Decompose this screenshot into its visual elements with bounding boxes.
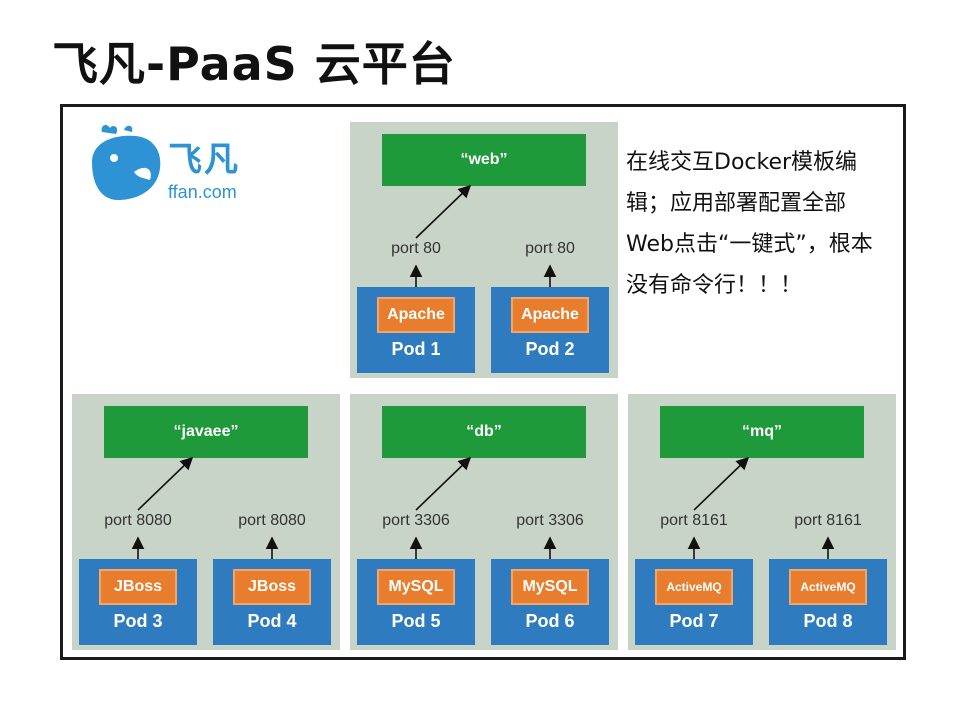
port-label-pod-1: port 80 bbox=[391, 240, 441, 257]
service-box-mq: “mq” bbox=[660, 406, 864, 458]
port-label-pod-3: port 8080 bbox=[104, 512, 172, 529]
pod-box-7: ActiveMQ Pod 7 bbox=[635, 559, 753, 645]
app-badge: MySQL bbox=[377, 569, 455, 605]
arrow-port-to-mq bbox=[693, 456, 750, 511]
logo-text-zh: 飞凡 bbox=[168, 140, 240, 180]
service-box-db: “db” bbox=[382, 406, 586, 458]
app-badge: ActiveMQ bbox=[655, 569, 733, 605]
page-title: 飞凡-PaaS 云平台 bbox=[52, 37, 456, 91]
port-label-pod-6: port 3306 bbox=[516, 512, 584, 529]
service-box-web: “web” bbox=[382, 134, 586, 186]
logo-text-en: ffan.com bbox=[168, 182, 237, 202]
pod-label: Pod 6 bbox=[525, 611, 575, 631]
pod-box-6: MySQL Pod 6 bbox=[491, 559, 609, 645]
app-badge: Apache bbox=[377, 297, 455, 333]
port-label-pod-5: port 3306 bbox=[382, 512, 450, 529]
pod-label: Pod 3 bbox=[113, 611, 163, 631]
pod-label: Pod 5 bbox=[391, 611, 441, 631]
description-note: 在线交互Docker模板编辑；应用部署配置全部Web点击“一键式”，根本没有命令… bbox=[626, 150, 873, 298]
pod-label: Pod 2 bbox=[525, 339, 575, 359]
port-label-pod-7: port 8161 bbox=[660, 512, 728, 529]
arrow-port-to-db bbox=[415, 456, 472, 511]
app-badge: Apache bbox=[511, 297, 589, 333]
app-badge: MySQL bbox=[511, 569, 589, 605]
port-label-pod-2: port 80 bbox=[525, 240, 575, 257]
pod-label: Pod 8 bbox=[803, 611, 853, 631]
port-label-pod-8: port 8161 bbox=[794, 512, 862, 529]
pod-box-4: JBoss Pod 4 bbox=[213, 559, 331, 645]
pod-label: Pod 4 bbox=[247, 611, 297, 631]
pod-box-3: JBoss Pod 3 bbox=[79, 559, 197, 645]
pod-label: Pod 1 bbox=[391, 339, 441, 359]
app-badge: ActiveMQ bbox=[789, 569, 867, 605]
pod-box-2: Apache Pod 2 bbox=[491, 287, 609, 373]
port-label-pod-4: port 8080 bbox=[238, 512, 306, 529]
pod-box-1: Apache Pod 1 bbox=[357, 287, 475, 373]
app-badge: JBoss bbox=[99, 569, 177, 605]
arrow-port-to-web bbox=[415, 184, 472, 239]
service-box-javaee: “javaee” bbox=[104, 406, 308, 458]
whale-logo-icon bbox=[92, 125, 161, 200]
pod-label: Pod 7 bbox=[669, 611, 719, 631]
app-badge: JBoss bbox=[233, 569, 311, 605]
pod-box-5: MySQL Pod 5 bbox=[357, 559, 475, 645]
pod-box-8: ActiveMQ Pod 8 bbox=[769, 559, 887, 645]
arrow-port-to-javaee bbox=[137, 456, 194, 511]
